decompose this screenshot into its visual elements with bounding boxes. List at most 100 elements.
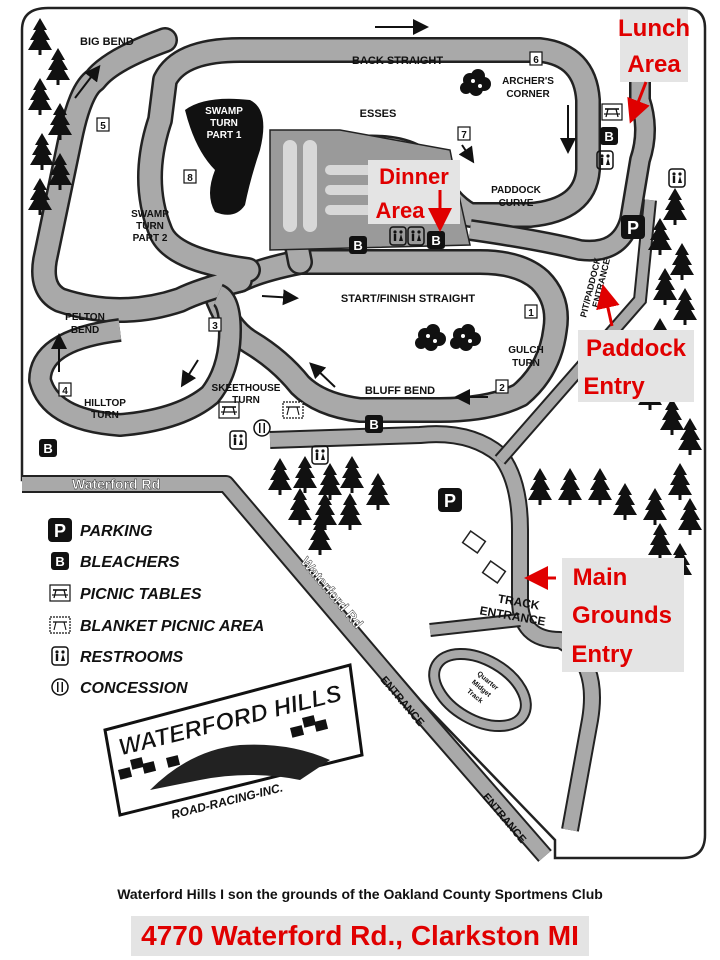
road-label: Waterford Rd <box>72 476 160 492</box>
bush <box>460 69 491 96</box>
parking-lot-small <box>461 530 507 584</box>
venue-address: 4770 Waterford Rd., Clarkston MI <box>131 916 589 956</box>
turn-marker: 3 <box>208 317 222 332</box>
legend-item-blanket-picnic: BLANKET PICNIC AREA <box>49 616 264 635</box>
corner-label: GULCH <box>508 345 544 356</box>
paddock-lanes <box>283 140 415 232</box>
turn-marker: 7 <box>457 126 471 141</box>
callout-dinner-area: Dinner Area <box>368 160 460 232</box>
corner-label: TURN <box>210 118 238 129</box>
svg-text:4: 4 <box>62 386 68 397</box>
corner-label: HILLTOP <box>84 398 126 409</box>
corner-label: SWAMP <box>131 209 169 220</box>
svg-text:8: 8 <box>187 173 193 184</box>
picnic-table-icon <box>601 103 623 121</box>
parking-icon <box>48 518 72 542</box>
turn-marker: 2 <box>495 379 509 394</box>
parking-icon <box>621 215 645 239</box>
corner-label: ARCHER'S <box>502 76 554 87</box>
svg-text:RESTROOMS: RESTROOMS <box>80 649 183 666</box>
corner-label: PART 1 <box>207 130 242 141</box>
concession-icon <box>51 678 69 696</box>
svg-text:7: 7 <box>461 130 467 141</box>
corner-label: BACK STRAIGHT <box>352 55 443 67</box>
turn-marker: 1 <box>524 304 538 319</box>
svg-text:Entry: Entry <box>583 373 645 400</box>
restroom-icon <box>51 646 69 666</box>
svg-text:Area: Area <box>627 51 681 78</box>
corner-label: ESSES <box>360 108 397 120</box>
bleachers-icon <box>427 231 445 249</box>
bush <box>450 324 481 351</box>
callout-main-grounds-entry: Main Grounds Entry <box>524 558 684 672</box>
direction-arrows <box>51 19 576 405</box>
legend-item-bleachers: BLEACHERS <box>51 552 180 571</box>
svg-text:Paddock: Paddock <box>586 335 687 362</box>
circuit-map: B P <box>20 6 707 862</box>
bleachers-icon <box>600 127 618 145</box>
venue-note: Waterford Hills I son the grounds of the… <box>117 886 603 902</box>
legend-item-restrooms: RESTROOMS <box>51 646 183 666</box>
corner-label: PELTON <box>65 312 105 323</box>
svg-text:PARKING: PARKING <box>80 523 153 540</box>
svg-text:Main: Main <box>573 564 628 591</box>
legend-item-parking: PARKING <box>48 518 153 542</box>
svg-text:CONCESSION: CONCESSION <box>80 680 188 697</box>
picnic-table-icon <box>49 584 71 602</box>
callout-lunch-area: Lunch Area <box>618 10 690 124</box>
svg-text:BLANKET PICNIC AREA: BLANKET PICNIC AREA <box>80 618 264 635</box>
blanket-picnic-icon <box>282 401 304 419</box>
corner-label: BEND <box>71 325 99 336</box>
svg-text:Entry: Entry <box>571 641 633 668</box>
concession-icon <box>253 419 271 437</box>
map-legend: PARKING BLEACHERS PICNIC TABLES BLANKET … <box>48 518 264 697</box>
bush <box>415 324 446 351</box>
property-boundary <box>20 6 707 860</box>
bleachers-icon <box>51 552 69 570</box>
corner-label: BIG BEND <box>80 36 134 48</box>
corner-label: SKEETHOUSE <box>212 383 281 394</box>
svg-text:Area: Area <box>376 198 426 223</box>
svg-text:BLEACHERS: BLEACHERS <box>80 554 180 571</box>
corner-label: SWAMP <box>205 106 243 117</box>
legend-item-picnic-tables: PICNIC TABLES <box>49 584 202 603</box>
turn-marker: 4 <box>58 382 72 397</box>
corner-label: BLUFF BEND <box>365 385 435 397</box>
turn-marker: 6 <box>529 51 543 66</box>
restroom-icon <box>229 430 247 450</box>
svg-text:Grounds: Grounds <box>572 602 672 629</box>
corner-label: START/FINISH STRAIGHT <box>341 293 476 305</box>
restroom-icon <box>668 168 686 188</box>
corner-label: TURN <box>232 395 260 406</box>
svg-text:3: 3 <box>212 321 218 332</box>
svg-text:6: 6 <box>533 55 539 66</box>
corner-label: TURN <box>512 358 540 369</box>
legend-item-concession: CONCESSION <box>51 678 188 697</box>
blanket-picnic-icon <box>49 616 71 634</box>
corner-label: CURVE <box>499 198 534 209</box>
svg-text:1: 1 <box>528 308 534 319</box>
restroom-icon <box>311 445 329 465</box>
bleachers-icon <box>39 439 57 457</box>
svg-text:Dinner: Dinner <box>379 164 449 189</box>
quarter-midget-track <box>428 647 532 733</box>
parking-icon <box>438 488 462 512</box>
corner-label: TURN <box>91 410 119 421</box>
svg-text:Lunch: Lunch <box>618 15 690 42</box>
callout-paddock-entry: Paddock Entry <box>578 284 694 402</box>
waterford-road <box>22 475 552 862</box>
corner-label: TURN <box>136 221 164 232</box>
bleachers-icon <box>349 236 367 254</box>
bleachers-icon <box>365 415 383 433</box>
map-footer: Waterford Hills I son the grounds of the… <box>0 880 720 960</box>
svg-text:5: 5 <box>100 121 106 132</box>
svg-text:2: 2 <box>499 383 505 394</box>
corner-label: CORNER <box>506 89 550 100</box>
tree-group-center <box>268 456 390 555</box>
swamp <box>185 98 264 215</box>
turn-marker: 5 <box>96 117 110 132</box>
corner-label: PADDOCK <box>491 185 542 196</box>
corner-label: PART 2 <box>133 233 168 244</box>
svg-text:PICNIC TABLES: PICNIC TABLES <box>80 586 202 603</box>
turn-marker: 8 <box>183 169 197 184</box>
